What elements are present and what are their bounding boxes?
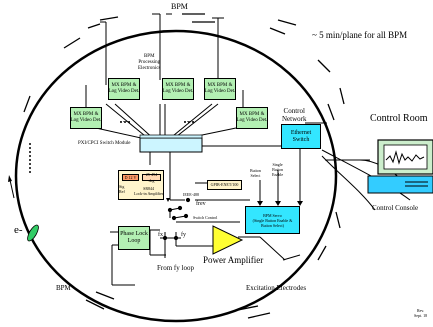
- excitation-electrodes-label: Excitation Electrodes: [246, 284, 307, 292]
- button-select-label: Button Select: [250, 168, 261, 178]
- from-fy-loop-label: From fy loop: [157, 264, 194, 272]
- control-console-keyboard: [367, 175, 433, 194]
- deg-box: 25-494 deg: [142, 172, 161, 183]
- power-amplifier-label: Power Amplifier: [203, 255, 264, 265]
- revision-label: Rev. Sept. 18: [414, 308, 428, 318]
- pxi-switch-label: PXI/CPCI Switch Module: [78, 141, 131, 146]
- single-button-enable-label: Single Button Enable: [272, 162, 284, 177]
- bpm-markers: [23, 13, 345, 319]
- mx-bpm-box-1: MX BPM & Log Video Det.: [108, 78, 140, 100]
- control-room-label: Control Room: [370, 113, 428, 124]
- processing-electronics-label: BPM Processing Electronics: [138, 54, 161, 71]
- mx-bpm-box-4: MX BPM & Log Video Det.: [70, 107, 102, 129]
- phase-lock-loop: Phase Lock Loop: [118, 226, 150, 250]
- ieee-label: IEEE-488: [183, 192, 199, 197]
- sig-ref-label: Sig Ref: [119, 184, 125, 194]
- control-network-label: Control Network: [282, 107, 307, 123]
- control-console-label: Control Console: [372, 204, 419, 212]
- mx-bpm-box-2: MX BPM & Log Video Det.: [162, 78, 194, 100]
- switch-control-label: Switch Control: [193, 215, 218, 220]
- bpm-top-label: BPM: [171, 2, 188, 11]
- accelerator-ring: [14, 29, 338, 323]
- sr844-label: SR844 Lock-in Amplifier: [134, 186, 164, 196]
- dots-right: ....: [184, 116, 195, 124]
- ethernet-switch: Ethernet Switch: [281, 124, 321, 149]
- electron-beam: [27, 224, 39, 242]
- electron-label: e-: [14, 224, 23, 236]
- dots-left: ....: [120, 116, 131, 124]
- fy-label: fy: [181, 232, 186, 238]
- pxi-switch-module: [139, 137, 203, 153]
- mx-bpm-box-3: MX BPM & Log Video Det.: [204, 78, 236, 100]
- time-note: ~ 5 min/plane for all BPM: [312, 30, 408, 40]
- gpib-enet-box: GPIB-ENET/100: [207, 180, 242, 190]
- v12-box: D 12 V: [122, 174, 139, 181]
- fx-label: fx: [158, 232, 163, 238]
- power-amplifier: [212, 225, 244, 255]
- mx-bpm-box-5: MX BPM & Log Video Det.: [236, 107, 268, 129]
- frev-label: frev: [196, 201, 206, 207]
- bpm-bottom-label: BPM: [56, 284, 71, 292]
- bpm-servo-box: BPM Servo (Single Button Enable & Button…: [245, 206, 300, 234]
